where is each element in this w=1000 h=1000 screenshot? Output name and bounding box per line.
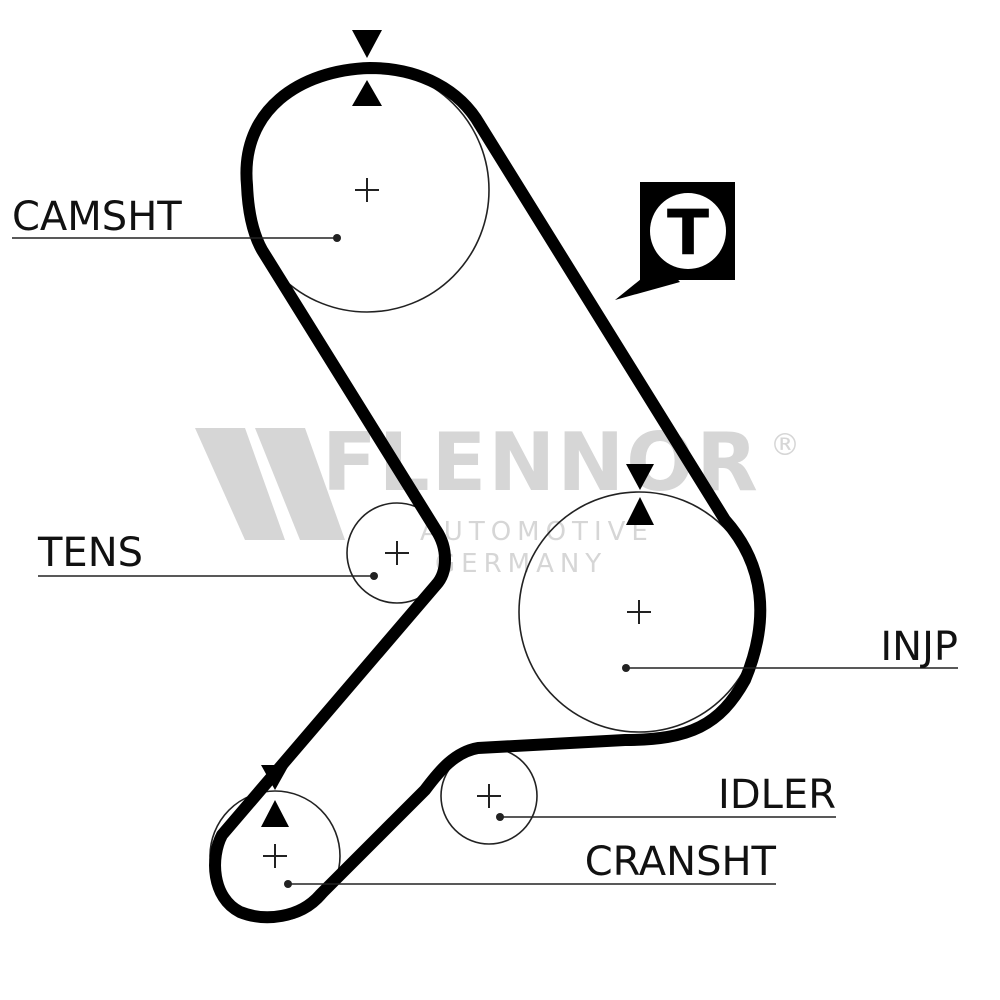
tension-badge-letter: T — [667, 196, 709, 269]
label-idler: IDLER — [718, 772, 836, 818]
pulley-center-marks — [263, 178, 651, 868]
watermark-registered-mark: ® — [770, 428, 800, 463]
watermark-logo-icon — [195, 428, 285, 540]
injection-pump-timing-mark-icon — [626, 464, 654, 525]
leader-lines — [12, 234, 958, 888]
label-injection-pump: INJP — [880, 624, 958, 670]
label-tensioner: TENS — [37, 530, 143, 576]
label-crankshaft: CRANSHT — [585, 839, 777, 885]
watermark-logo-icon-2 — [255, 428, 345, 540]
camshaft-timing-mark-icon — [352, 30, 382, 106]
crankshaft-timing-mark-icon — [261, 765, 289, 827]
label-camshaft: CAMSHT — [12, 194, 182, 240]
watermark-line-2: GERMANY — [435, 549, 607, 579]
tension-badge: T — [615, 182, 735, 300]
timing-belt — [209, 62, 767, 924]
watermark-line-1: AUTOMOTIVE — [420, 517, 654, 547]
